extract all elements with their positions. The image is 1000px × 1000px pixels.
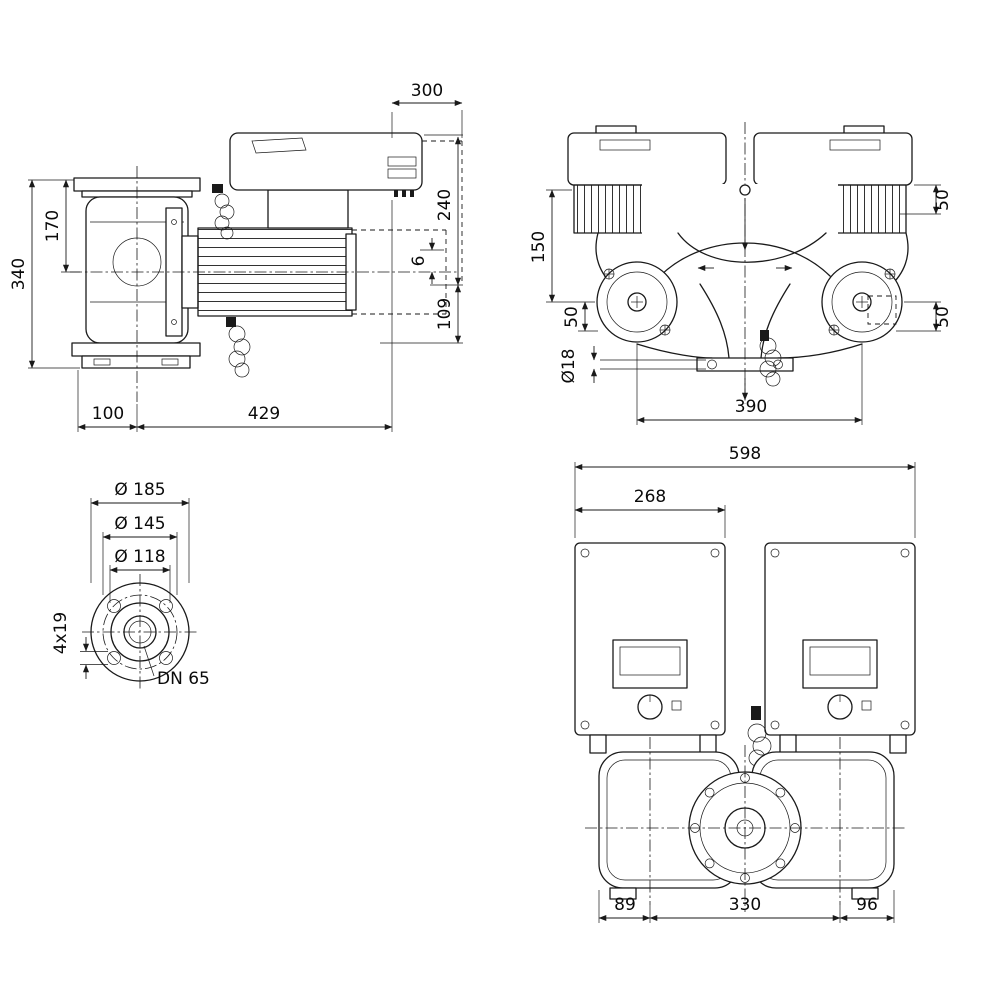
front-centerline-and-arrows xyxy=(697,122,793,404)
dim-label-50-left: 50 xyxy=(562,306,582,328)
dim-label-240: 240 xyxy=(435,189,455,221)
front-right-flange xyxy=(821,261,903,343)
dim-label-390: 390 xyxy=(735,397,767,417)
side-max-extension-dashed xyxy=(352,140,463,315)
dim-label-dia145: Ø 145 xyxy=(114,514,165,534)
dim-label-dn65: DN 65 xyxy=(157,669,210,689)
top-mounting-brackets xyxy=(589,734,907,754)
top-view: 598 268 89 330 96 xyxy=(574,444,916,923)
dim-label-300: 300 xyxy=(411,81,443,101)
dim-label-150: 150 xyxy=(529,231,549,263)
flange-dimensions: Ø 185 Ø 145 Ø 118 4x19 DN 65 xyxy=(51,480,210,689)
dim-label-dia118: Ø 118 xyxy=(114,547,165,567)
dim-label-dia18: Ø18 xyxy=(559,348,579,383)
dim-label-50-top-right: 50 xyxy=(933,189,953,211)
side-cable-coil-bottom xyxy=(226,317,251,378)
dim-label-89: 89 xyxy=(614,895,636,915)
top-left-module xyxy=(574,542,726,736)
side-centerlines xyxy=(70,166,458,402)
front-left-flange xyxy=(596,261,678,343)
dim-label-429: 429 xyxy=(248,404,280,424)
side-cable-coil-top xyxy=(212,184,235,240)
front-motor-fins xyxy=(573,184,907,236)
dim-label-96: 96 xyxy=(856,895,878,915)
front-dimensions: 150 50 Ø18 50 50 390 xyxy=(529,184,953,425)
side-control-module xyxy=(229,132,423,197)
top-dimensions: 598 268 89 330 96 xyxy=(574,444,916,923)
flange-circles xyxy=(82,574,198,690)
side-view: 300 240 6 109 170 340 xyxy=(9,81,463,432)
dim-label-340: 340 xyxy=(9,258,29,290)
flange-view: Ø 185 Ø 145 Ø 118 4x19 DN 65 xyxy=(51,480,210,690)
dim-label-50-bottom-right: 50 xyxy=(933,306,953,328)
side-dimensions: 300 240 6 109 170 340 xyxy=(9,81,463,432)
dim-label-598: 598 xyxy=(729,444,761,464)
top-right-module xyxy=(764,542,916,736)
front-left-module xyxy=(567,125,727,186)
dim-label-6: 6 xyxy=(409,256,429,267)
dim-label-dia185: Ø 185 xyxy=(114,480,165,500)
side-motor xyxy=(197,189,357,317)
dim-label-109: 109 xyxy=(435,298,455,330)
front-right-module xyxy=(753,125,913,186)
front-view: 150 50 Ø18 50 50 390 xyxy=(529,122,953,425)
top-centerlines xyxy=(585,737,905,912)
dim-label-268: 268 xyxy=(634,487,666,507)
front-cable-coil xyxy=(759,330,782,387)
dim-label-4x19: 4x19 xyxy=(51,612,71,655)
dim-label-330: 330 xyxy=(729,895,761,915)
dim-label-100: 100 xyxy=(92,404,124,424)
dim-label-170: 170 xyxy=(43,210,63,242)
